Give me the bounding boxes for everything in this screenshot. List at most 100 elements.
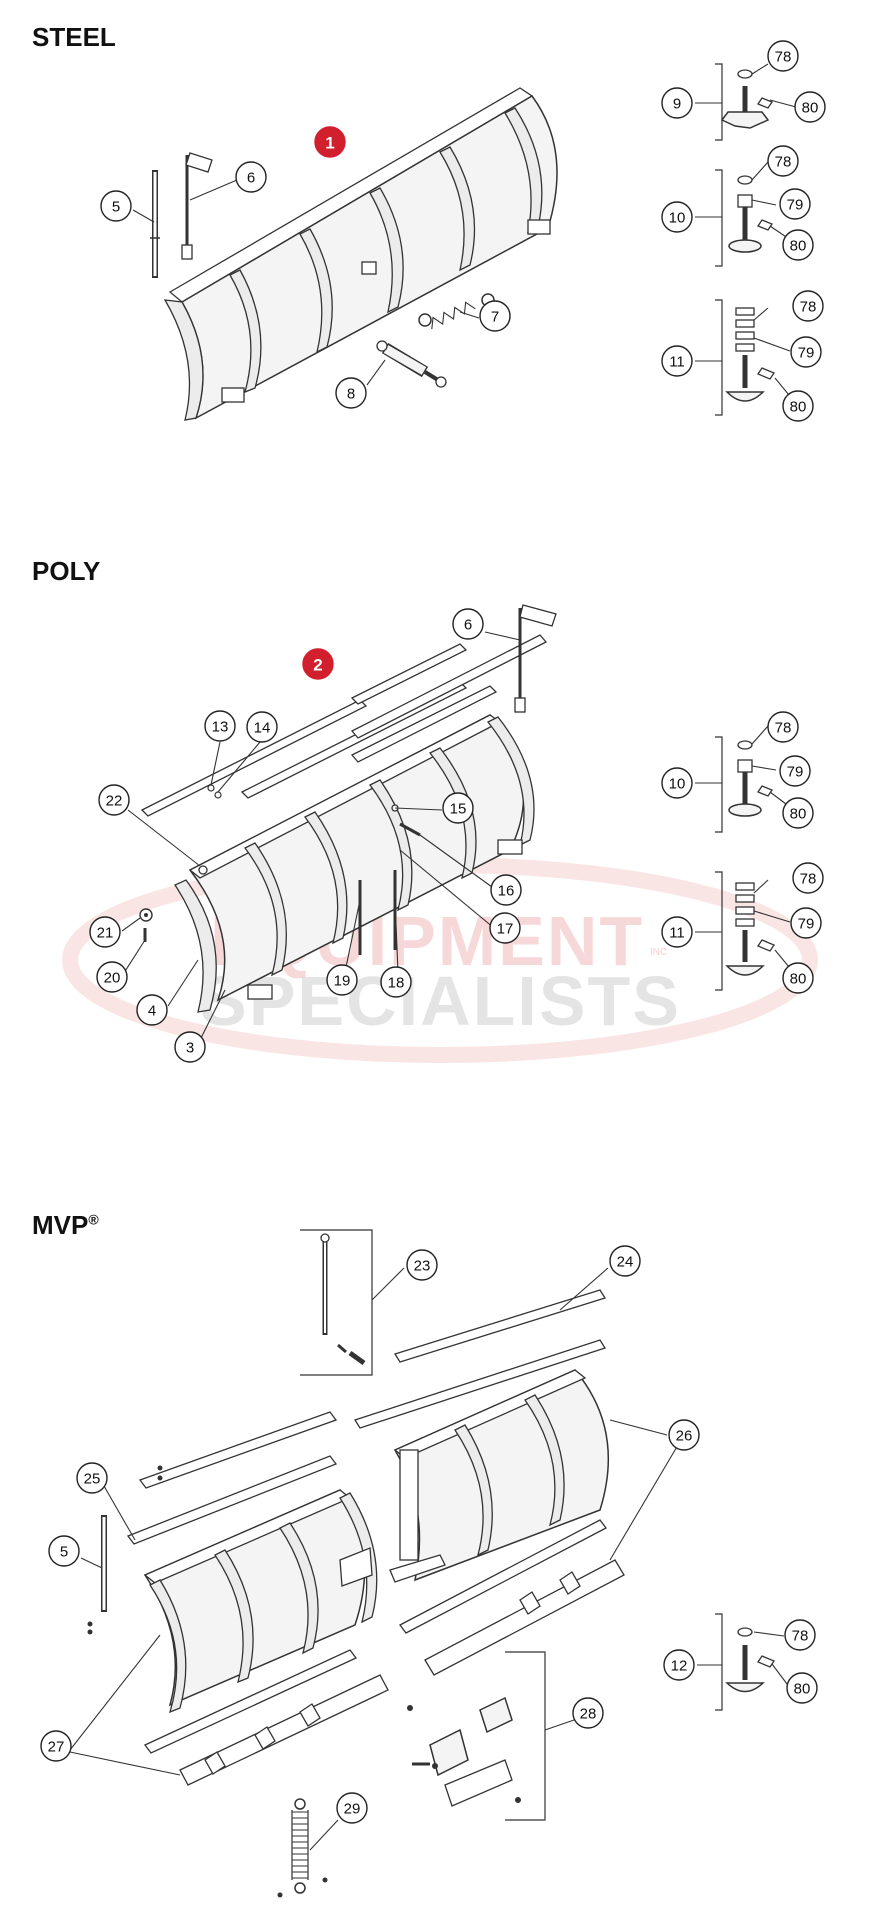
mvp-title-text: MVP xyxy=(32,1210,89,1240)
callout-number: 2 xyxy=(313,656,322,675)
mvp-right-blade xyxy=(389,1369,610,1583)
callout-circle xyxy=(661,916,693,948)
callout-circle xyxy=(668,1419,700,1451)
callout-steel-11-79: 79 xyxy=(790,336,822,368)
callout-number: 79 xyxy=(798,345,815,362)
callout-number: 3 xyxy=(186,1040,194,1057)
callout-number: 10 xyxy=(669,210,686,227)
poly-blade xyxy=(140,634,548,1013)
callout-number: 80 xyxy=(790,806,807,823)
callout-steel-11-80: 80 xyxy=(782,390,814,422)
callout-poly-10-79: 79 xyxy=(779,755,811,787)
poly-part20-21-hardware xyxy=(139,908,153,942)
callout-mvp-12-80: 80 xyxy=(786,1672,818,1704)
callout-mvp-12: 12 xyxy=(663,1649,695,1681)
callout-mvp-5: 5 xyxy=(48,1535,80,1567)
section-title-steel: STEEL xyxy=(32,22,116,52)
callout-circle xyxy=(89,916,121,948)
steel-shoe-10 xyxy=(728,175,773,253)
callout-number: 7 xyxy=(491,309,499,326)
callout-number: 13 xyxy=(212,719,229,736)
callout-circle xyxy=(661,87,693,119)
callout-number: 78 xyxy=(800,871,817,888)
callout-steel-10: 10 xyxy=(661,201,693,233)
callout-circle xyxy=(442,792,474,824)
mvp-left-lower-edge xyxy=(143,1649,389,1786)
callout-circle xyxy=(572,1697,604,1729)
callout-poly-11-79: 79 xyxy=(790,907,822,939)
callout-circle xyxy=(76,1462,108,1494)
callout-circle xyxy=(782,390,814,422)
mvp-part29-spring xyxy=(277,1798,328,1898)
callout-circle xyxy=(336,1792,368,1824)
callout-circle xyxy=(767,145,799,177)
callout-steel-10-78: 78 xyxy=(767,145,799,177)
callout-circle xyxy=(40,1730,72,1762)
poly-shoe-11 xyxy=(725,882,775,976)
callout-circle xyxy=(661,201,693,233)
callout-mvp-27: 27 xyxy=(40,1730,72,1762)
poly-part6-marker xyxy=(514,604,557,713)
callout-number: 24 xyxy=(617,1254,634,1271)
callout-steel-11: 11 xyxy=(661,345,693,377)
callout-circle xyxy=(204,710,236,742)
callout-poly-11: 11 xyxy=(661,916,693,948)
callout-circle xyxy=(782,797,814,829)
callout-number: 16 xyxy=(498,883,515,900)
callout-circle xyxy=(479,300,511,332)
callout-poly-10-80: 80 xyxy=(782,797,814,829)
callout-mvp-29: 29 xyxy=(336,1792,368,1824)
callout-number: 80 xyxy=(794,1681,811,1698)
callout-circle xyxy=(767,711,799,743)
mvp-part5-rod xyxy=(87,1515,107,1635)
callout-number: 78 xyxy=(792,1628,809,1645)
callout-steel-9-78: 78 xyxy=(767,40,799,72)
callout-number: 78 xyxy=(775,154,792,171)
callout-number: 15 xyxy=(450,801,467,818)
callout-mvp-23: 23 xyxy=(406,1249,438,1281)
callout-mvp-24: 24 xyxy=(609,1245,641,1277)
callout-circle xyxy=(489,912,521,944)
callout-circle xyxy=(779,755,811,787)
callout-poly-4: 4 xyxy=(136,994,168,1026)
callout-circle xyxy=(792,290,824,322)
callout-circle xyxy=(335,377,367,409)
callout-circle xyxy=(452,608,484,640)
callout-circle xyxy=(792,862,824,894)
callout-steel-6: 6 xyxy=(235,161,267,193)
callout-number: 80 xyxy=(790,971,807,988)
callout-steel-1: 1 xyxy=(314,126,346,158)
callout-number: 78 xyxy=(775,49,792,66)
callout-number: 79 xyxy=(787,764,804,781)
callout-poly-14: 14 xyxy=(246,711,278,743)
callout-poly-18: 18 xyxy=(380,966,412,998)
callout-circle xyxy=(174,1031,206,1063)
callout-number: 20 xyxy=(104,970,121,987)
callout-circle xyxy=(136,994,168,1026)
callout-circle xyxy=(326,964,358,996)
callout-number: 17 xyxy=(497,921,514,938)
watermark-inc: INC xyxy=(650,947,667,958)
callout-number: 80 xyxy=(790,238,807,255)
callout-circle xyxy=(314,126,346,158)
callout-mvp-12-78: 78 xyxy=(784,1619,816,1651)
callout-circle xyxy=(794,91,826,123)
callout-number: 1 xyxy=(325,134,334,153)
callout-steel-7: 7 xyxy=(479,300,511,332)
steel-shoe-11 xyxy=(725,307,775,402)
callout-poly-2: 2 xyxy=(302,648,334,680)
callout-poly-11-78: 78 xyxy=(792,862,824,894)
callout-circle xyxy=(790,907,822,939)
callout-poly-19: 19 xyxy=(326,964,358,996)
callout-poly-11-80: 80 xyxy=(782,962,814,994)
callout-number: 5 xyxy=(60,1544,68,1561)
callout-number: 78 xyxy=(775,720,792,737)
callout-poly-22: 22 xyxy=(98,784,130,816)
callout-circle xyxy=(406,1249,438,1281)
registered-mark: ® xyxy=(88,1211,99,1228)
callout-poly-10-78: 78 xyxy=(767,711,799,743)
callout-circle xyxy=(100,190,132,222)
callout-number: 79 xyxy=(787,197,804,214)
callout-circle xyxy=(790,336,822,368)
mvp-right-lower-edge xyxy=(399,1519,625,1676)
